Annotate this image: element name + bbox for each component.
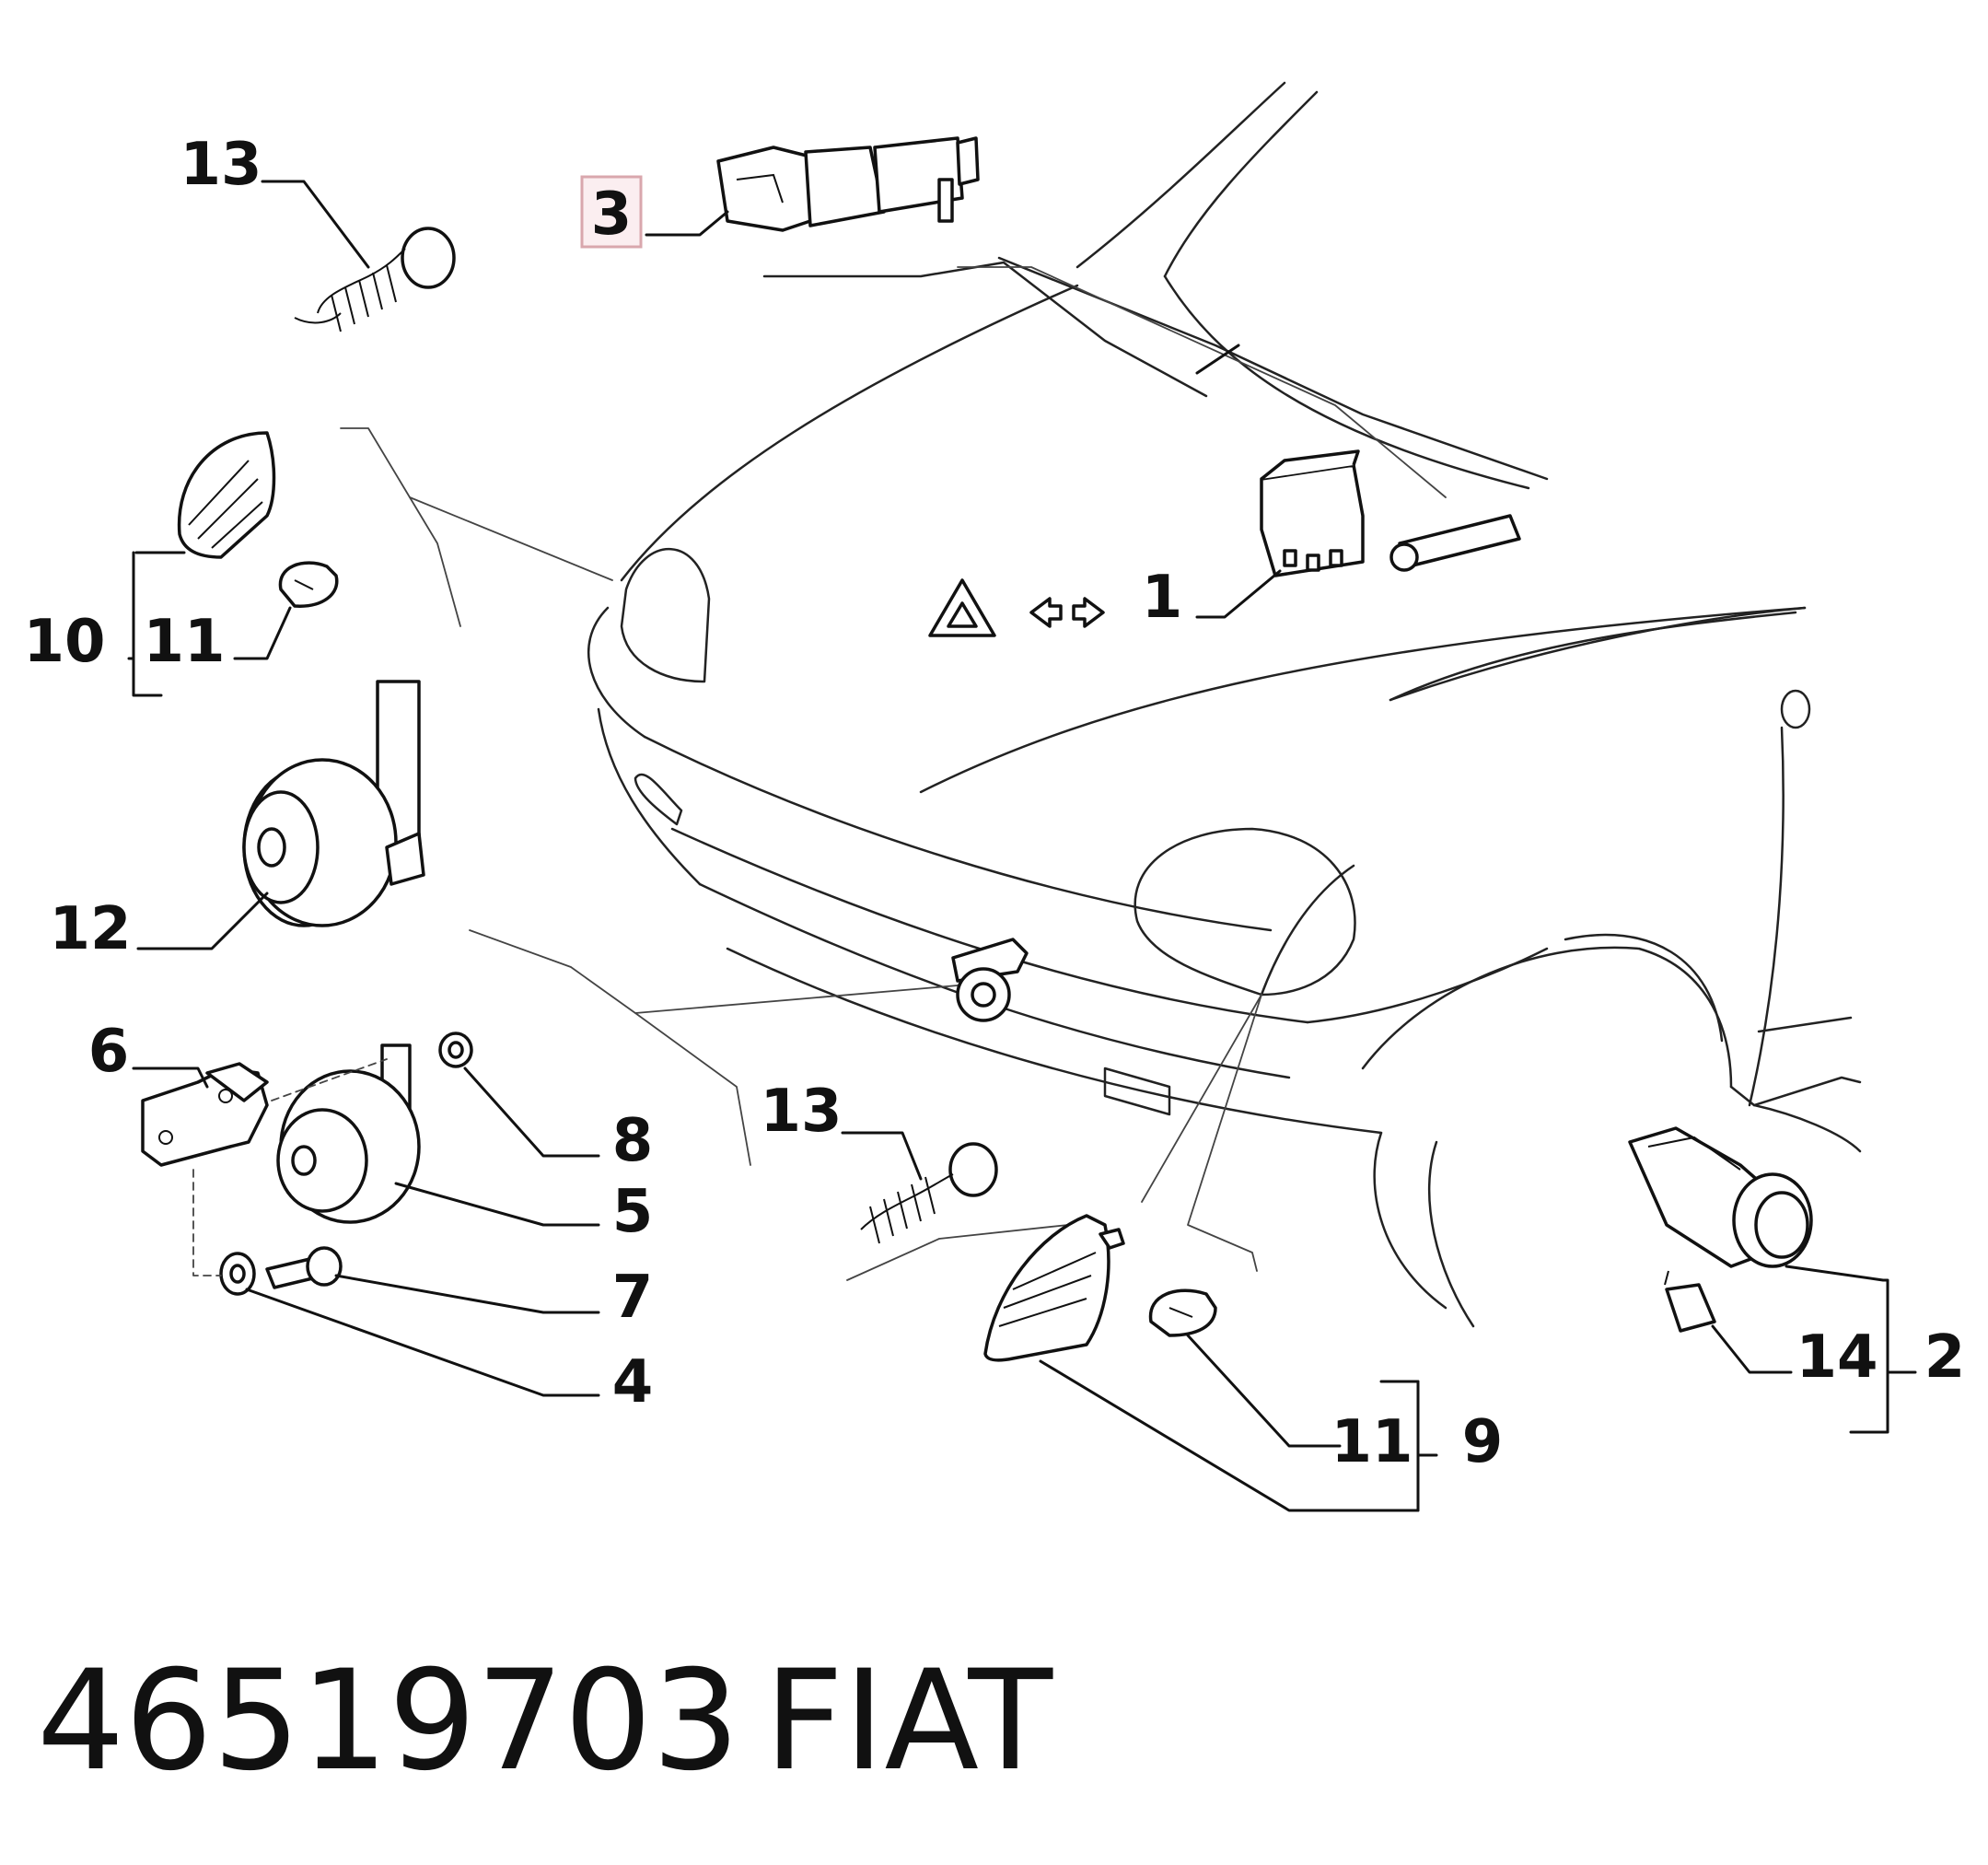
label-13-mid: 13: [760, 1078, 842, 1146]
caption: 46519703 FIAT: [37, 1641, 1053, 1801]
turn-signal-arrows-icon: [1029, 597, 1105, 628]
brake-switch-part: [716, 136, 980, 232]
spring-part-mid: [860, 1142, 998, 1244]
side-lamp-part-right: [983, 1214, 1125, 1362]
assembly-guide-lines: [192, 1058, 388, 1276]
label-13-top: 13: [180, 131, 262, 199]
label-11-left: 11: [143, 608, 225, 676]
label-9: 9: [1462, 1408, 1504, 1476]
highlighted-label-box: [580, 175, 643, 249]
label-14: 14: [1796, 1323, 1878, 1392]
label-5: 5: [612, 1178, 654, 1246]
callout-labels: 3 13 10 11 12 6 8 5 7 4 1 13 11 9 14 2: [23, 131, 1965, 1476]
nut-part: [438, 1032, 473, 1068]
part-number: 46519703: [37, 1641, 739, 1801]
label-1: 1: [1142, 564, 1183, 632]
bracket-part: [141, 1062, 269, 1167]
bolt-part: [265, 1246, 343, 1289]
label-11-right: 11: [1331, 1408, 1413, 1476]
label-leader-lines: [127, 180, 1917, 1512]
label-4: 4: [612, 1348, 654, 1416]
bulb-part-left: [278, 561, 339, 608]
hazard-warning-icon: [928, 578, 996, 637]
horn-part-small: [276, 1043, 421, 1224]
label-7: 7: [612, 1264, 654, 1332]
bulb-part-right: [1148, 1288, 1217, 1337]
buzzer-part: [951, 938, 1029, 1022]
label-10: 10: [23, 608, 105, 676]
hood-switch-part: [1389, 514, 1521, 572]
label-3: 3: [591, 181, 633, 249]
relay-part: [1260, 449, 1365, 577]
marker-lamp-part: [1628, 1126, 1813, 1268]
label-2: 2: [1924, 1323, 1966, 1392]
small-bulb-part: [1664, 1270, 1716, 1333]
washer-part: [219, 1252, 256, 1296]
spring-part-top: [294, 227, 456, 332]
label-6: 6: [88, 1018, 130, 1086]
label-8: 8: [612, 1107, 654, 1175]
pointer-lines: [340, 266, 1447, 1281]
side-lamp-part-left: [177, 431, 276, 559]
horn-part-large: [242, 680, 425, 927]
label-12: 12: [49, 895, 131, 963]
brand-name: FIAT: [764, 1641, 1053, 1801]
